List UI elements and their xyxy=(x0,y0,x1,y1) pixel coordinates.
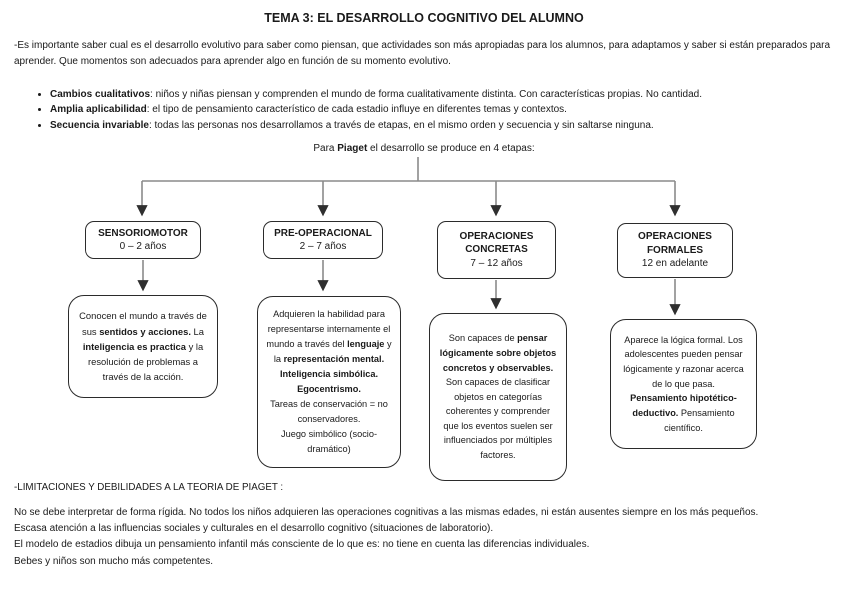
diagram-caption: Para Piaget el desarrollo se produce en … xyxy=(313,143,535,154)
stage-box-sensoriomotor: SENSORIOMOTOR 0 – 2 años xyxy=(85,221,201,259)
bullet-lead: Secuencia invariable xyxy=(50,119,149,131)
bullet-rest: : todas las personas nos desarrollamos a… xyxy=(148,119,654,131)
desc-text: Adquieren la habilidad para representars… xyxy=(266,309,392,454)
bullet-rest: : niños y niñas piensan y comprenden el … xyxy=(150,89,702,100)
desc-box-operaciones-formales: Aparece la lógica formal. Los adolescent… xyxy=(610,319,757,449)
limitation-line: Bebes y niños son mucho más competentes. xyxy=(14,555,213,567)
stage-box-preoperacional: PRE-OPERACIONAL 2 – 7 años xyxy=(263,221,383,259)
bullet-item: Secuencia invariable: todas las personas… xyxy=(50,118,848,133)
desc-box-operaciones-concretas: Son capaces de pensar lógicamente sobre … xyxy=(429,313,567,481)
stage-age: 0 – 2 años xyxy=(119,241,167,252)
stage-name: PRE-OPERACIONAL xyxy=(274,227,372,239)
limitation-line: No se debe interpretar de forma rígida. … xyxy=(14,507,759,518)
desc-box-sensoriomotor: Conocen el mundo a través de sus sentido… xyxy=(68,295,218,398)
stage-name: OPERACIONES FORMALES xyxy=(638,231,712,256)
stage-name: OPERACIONES CONCRETAS xyxy=(459,230,534,256)
stage-box-operaciones-formales: OPERACIONES FORMALES 12 en adelante xyxy=(617,223,733,278)
page-title: TEMA 3: EL DESARROLLO COGNITIVO DEL ALUM… xyxy=(264,11,584,25)
bullet-item: Amplia aplicabilidad: el tipo de pensami… xyxy=(50,102,848,117)
bullet-lead: Amplia aplicabilidad xyxy=(50,104,147,116)
stage-age: 12 en adelante xyxy=(641,258,709,270)
bullet-rest: : el tipo de pensamiento característico … xyxy=(146,104,567,116)
desc-box-preoperacional: Adquieren la habilidad para representars… xyxy=(257,296,401,468)
limitation-line: Escasa atención a las influencias social… xyxy=(14,523,494,535)
limitations-paragraph: No se debe interpretar de forma rígida. … xyxy=(14,505,838,570)
bullet-item: Cambios cualitativos: niños y niñas pien… xyxy=(50,87,848,102)
desc-text: Son capaces de pensar lógicamente sobre … xyxy=(439,333,557,461)
stage-age: 2 – 7 años xyxy=(299,241,347,252)
stage-age: 7 – 12 años xyxy=(470,257,523,269)
bullet-list: Cambios cualitativos: niños y niñas pien… xyxy=(24,87,848,133)
limitations-heading: -LIMITACIONES Y DEBILIDADES A LA TEORIA … xyxy=(14,482,284,493)
desc-text: Aparece la lógica formal. Los adolescent… xyxy=(623,334,744,433)
stage-box-operaciones-concretas: OPERACIONES CONCRETAS 7 – 12 años xyxy=(437,221,556,279)
desc-text: Conocen el mundo a través de sus sentido… xyxy=(79,310,207,383)
stage-name: SENSORIOMOTOR xyxy=(98,227,188,239)
bullet-lead: Cambios cualitativos xyxy=(50,89,151,100)
limitation-line: El modelo de estadios dibuja un pensamie… xyxy=(14,539,590,551)
intro-paragraph: -Es importante saber cual es el desarrol… xyxy=(14,40,831,67)
